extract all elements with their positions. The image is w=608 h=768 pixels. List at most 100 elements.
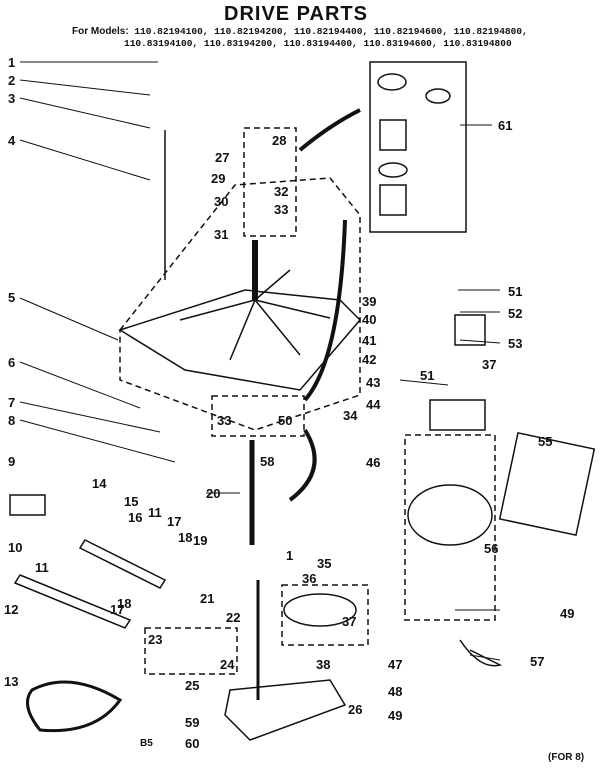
callout-17a: 17: [167, 514, 181, 529]
part-61c: [379, 119, 407, 151]
callout-49b: 49: [560, 606, 574, 621]
agitator-spokes: [179, 269, 331, 361]
callout-6: 6: [8, 355, 15, 370]
footer-left: B5: [140, 738, 153, 749]
callout-51a: 51: [508, 284, 522, 299]
callout-21: 21: [200, 591, 214, 606]
callout-49a: 49: [388, 708, 402, 723]
flow-arrow-upper: [298, 108, 361, 152]
pulley-37: [283, 593, 357, 627]
belt: [26, 680, 123, 733]
callout-18a: 18: [178, 530, 192, 545]
callout-1b: 1: [286, 548, 293, 563]
callout-29: 29: [211, 171, 225, 186]
callout-13: 13: [4, 674, 18, 689]
callout-7: 7: [8, 395, 15, 410]
box-33-50: [211, 395, 305, 437]
callout-28: 28: [272, 133, 286, 148]
callout-15: 15: [124, 494, 138, 509]
callout-34: 34: [343, 408, 358, 423]
callout-44: 44: [366, 397, 381, 412]
footer-right: (FOR 8): [548, 752, 585, 763]
callout-53: 53: [508, 336, 522, 351]
callout-50: 50: [278, 413, 292, 428]
callout-33a: 33: [274, 202, 288, 217]
harness-57: [459, 639, 503, 667]
box-28-33: [243, 127, 297, 237]
box-46: [404, 434, 496, 621]
part-61e: [379, 184, 407, 216]
bracket-44: [429, 399, 486, 431]
tub-base: [118, 289, 362, 391]
callout-11b: 11: [148, 505, 162, 520]
part-61a: [377, 73, 407, 91]
callout-55: 55: [538, 434, 552, 449]
callout-11a: 11: [35, 560, 49, 575]
callout-20: 20: [206, 486, 220, 501]
callout-31: 31: [214, 227, 228, 242]
callout-17b: 17: [110, 602, 124, 617]
callout-8: 8: [8, 413, 15, 428]
tub-assembly-outline: [119, 177, 361, 431]
callout-37a: 37: [342, 614, 356, 629]
callout-22: 22: [226, 610, 240, 625]
callout-9: 9: [8, 454, 15, 469]
callout-33b: 33: [217, 413, 231, 428]
callout-19: 19: [193, 533, 207, 548]
callout-4: 4: [8, 133, 16, 148]
models-line-1: 110.82194100, 110.82194200, 110.82194400…: [134, 26, 528, 37]
callout-2: 2: [8, 73, 15, 88]
models-label: For Models:: [72, 26, 129, 37]
callout-60: 60: [185, 736, 199, 751]
callout-36: 36: [302, 571, 316, 586]
flow-arrow-lower: [303, 219, 347, 402]
callout-35: 35: [317, 556, 331, 571]
callout-14: 14: [92, 476, 107, 491]
callout-47: 47: [388, 657, 402, 672]
switch-9: [9, 494, 46, 516]
box-37: [281, 584, 369, 646]
hose-58: [288, 428, 317, 502]
callout-32: 32: [274, 184, 288, 199]
callout-57: 57: [530, 654, 544, 669]
callout-5: 5: [8, 290, 15, 305]
callout-37b: 37: [482, 357, 496, 372]
bracket-52: [454, 314, 486, 346]
callout-41: 41: [362, 333, 376, 348]
callout-24: 24: [220, 657, 235, 672]
motor-46: [407, 484, 493, 546]
callout-52: 52: [508, 306, 522, 321]
callout-61: 61: [498, 118, 512, 133]
callout-1: 1: [8, 55, 15, 70]
callout-30: 30: [214, 194, 228, 209]
callout-59: 59: [185, 715, 199, 730]
callout-23: 23: [148, 632, 162, 647]
model-list: For Models: 110.82194100, 110.82194200, …: [72, 26, 582, 50]
box-61: [369, 61, 467, 233]
box-55: [498, 431, 596, 537]
callout-38: 38: [316, 657, 330, 672]
callout-39: 39: [362, 294, 376, 309]
transmission-housing: [224, 679, 347, 741]
part-61b: [425, 88, 451, 104]
callout-40: 40: [362, 312, 376, 327]
callout-48: 48: [388, 684, 402, 699]
callout-12: 12: [4, 602, 18, 617]
callout-46: 46: [366, 455, 380, 470]
callout-18b: 18: [117, 596, 131, 611]
callout-25: 25: [185, 678, 199, 693]
callout-42: 42: [362, 352, 376, 367]
bracket-12: [13, 574, 132, 629]
callout-56: 56: [484, 541, 498, 556]
callout-58: 58: [260, 454, 274, 469]
page-title: DRIVE PARTS: [224, 3, 368, 25]
bracket-15: [78, 539, 167, 589]
callout-51b: 51: [420, 368, 434, 383]
callout-16: 16: [128, 510, 142, 525]
callout-3: 3: [8, 91, 15, 106]
callout-27: 27: [215, 150, 229, 165]
callout-43: 43: [366, 375, 380, 390]
callout-26: 26: [348, 702, 362, 717]
callout-10: 10: [8, 540, 22, 555]
